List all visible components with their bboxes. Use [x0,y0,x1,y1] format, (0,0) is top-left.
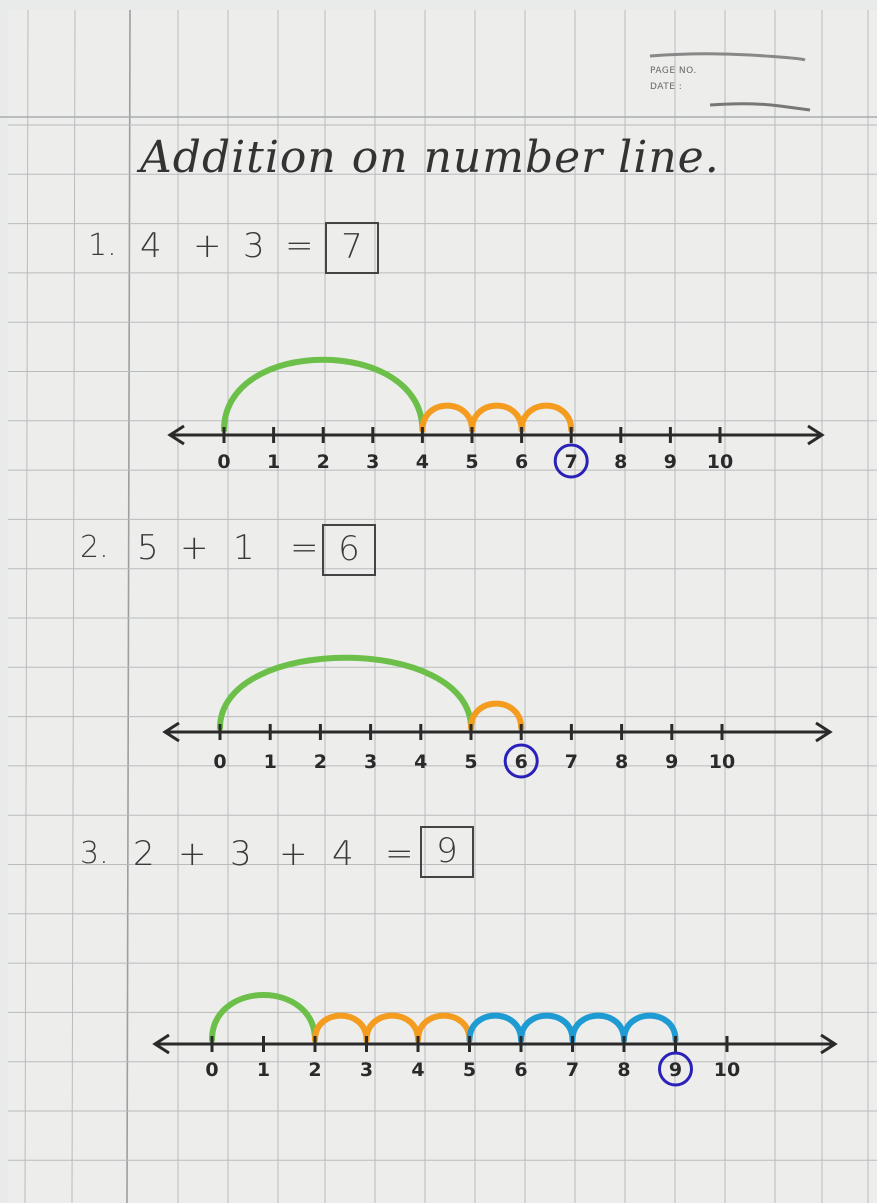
jump-arc [415,1012,473,1043]
tick-label: 6 [514,1059,527,1081]
problem-2-answer-box: 6 [322,524,376,576]
tick-label: 4 [416,451,429,473]
tick-label: 0 [217,451,230,473]
problem-2-term-b: 1 [233,528,255,568]
tick-label: 9 [664,451,677,473]
jump-arc [518,402,575,433]
problem-1-op-1: + [193,226,222,266]
grid-vline [126,9,131,1203]
tick-label: 0 [213,751,226,773]
jump-arc [621,1012,679,1043]
jump-arc [569,1012,627,1043]
jump-arc [466,1012,524,1043]
jump-arc [363,1012,421,1043]
problem-1-number: 1. [88,228,117,263]
jump-arc [217,654,474,731]
tick-label: 7 [565,751,578,773]
answer-circle [503,743,539,779]
answer-circle [553,443,589,479]
tick-label: 2 [314,751,327,773]
tick-label: 10 [714,1059,740,1081]
problem-2-term-a: 5 [137,528,159,568]
page-no-label: PAGE NO. [650,66,697,76]
problem-1-term-a: 4 [140,226,162,266]
number-line-2: 0 1 2 3 4 5 6 7 8 9 10 [162,654,833,779]
date-label: DATE : [650,82,683,92]
tick-label: 0 [205,1059,218,1081]
number-line-3: 0 1 2 3 4 5 6 7 8 9 10 [152,992,838,1087]
tick-label: 8 [614,451,627,473]
tick-label: 3 [360,1059,373,1081]
left-arrow-icon [167,424,185,446]
answer-circle [658,1051,693,1087]
grid-vline [24,9,29,1203]
problem-1-equals: = [285,226,314,266]
tick-label: 3 [364,751,377,773]
problem-3-number: 3. [80,836,109,871]
problem-3-term-a: 2 [133,834,155,874]
header-scribbles [649,52,811,112]
tick-label: 9 [669,1059,682,1081]
right-arrow-icon [820,1033,838,1055]
problem-3-op-1: + [178,834,207,874]
tick-label: 1 [267,451,280,473]
jump-arc [518,1012,576,1043]
problem-1-answer-box: 7 [325,222,379,274]
jump-arc [221,356,426,433]
problem-3-term-c: 4 [332,834,354,874]
tick-label: 1 [264,751,277,773]
problem-2-equals: = [290,528,319,568]
tick-label: 5 [463,1059,476,1081]
tick-label: 10 [709,751,735,773]
tick-label: 1 [257,1059,270,1081]
problem-3-equals: = [385,834,414,874]
tick-label: 6 [515,751,528,773]
right-arrow-icon [807,424,825,446]
problem-1-term-b: 3 [243,226,265,266]
tick-label: 2 [317,451,330,473]
jump-arc [469,402,525,433]
tick-label: 8 [617,1059,630,1081]
problem-2-op-1: + [180,528,209,568]
tick-label: 7 [565,451,578,473]
tick-label: 5 [465,451,478,473]
problem-2-number: 2. [80,530,109,565]
tick-label: 2 [308,1059,321,1081]
jump-arc [419,402,475,433]
tick-label: 4 [411,1059,424,1081]
left-arrow-icon [152,1033,170,1055]
grid-vline [71,9,76,1203]
page-title: Addition on number line. [140,132,720,183]
tick-label: 7 [566,1059,579,1081]
problem-3-answer-box: 9 [420,826,474,878]
tick-label: 9 [665,751,678,773]
problem-3-op-2: + [279,834,308,874]
tick-label: 3 [366,451,379,473]
number-line-1: 0 1 2 3 4 5 6 7 8 9 10 [167,356,825,479]
tick-label: 5 [464,751,477,773]
tick-label: 6 [515,451,528,473]
right-arrow-icon [815,721,833,743]
jump-arc [209,992,318,1043]
problem-3-term-b: 3 [230,834,252,874]
paper-sheet [8,10,877,1203]
jump-arc [468,700,525,731]
left-arrow-icon [162,721,180,743]
tick-label: 8 [615,751,628,773]
jump-arc [312,1012,370,1043]
tick-label: 10 [707,451,733,473]
tick-label: 4 [414,751,427,773]
